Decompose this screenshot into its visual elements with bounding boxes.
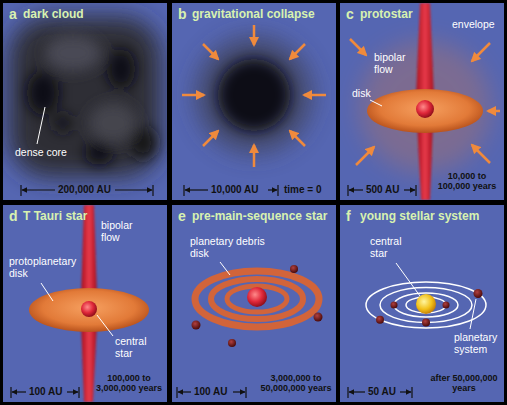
stage-title: young stellar system <box>360 209 479 223</box>
stage-panel: d T Tauri star bipolar flow protoplanetary … <box>3 205 167 402</box>
panel-letter: b <box>178 6 187 22</box>
scale-bar <box>177 387 246 398</box>
part-label: dense core <box>15 146 67 158</box>
time-span: after 50,000,000 years <box>426 373 502 393</box>
scale-bar <box>11 387 79 398</box>
infall-arrows <box>182 25 326 167</box>
scale-length: 100 AU <box>194 386 228 397</box>
scale-bar <box>184 185 278 196</box>
part-label: bipolar flow <box>101 219 147 243</box>
scale-bar <box>348 387 412 398</box>
time-span: 3,000,000 to 50,000,000 years <box>258 373 334 393</box>
scale-length: 200,000 AU <box>58 184 111 195</box>
collapse-panel <box>172 3 336 200</box>
panel-letter: c <box>346 6 354 22</box>
stage-title: gravitational collapse <box>192 7 315 21</box>
orbits <box>366 282 486 328</box>
stage-panel: c protostar envelope bipolar flowdisk 500 AU… <box>340 3 504 200</box>
scale-length: 500 AU <box>366 184 400 195</box>
scale-length: 50 AU <box>368 386 396 397</box>
panel-letter: f <box>346 208 351 224</box>
panel-letter: a <box>9 6 17 22</box>
dark-cloud-panel <box>3 3 167 200</box>
part-label: disk <box>352 87 371 99</box>
part-label: central star <box>370 235 412 259</box>
stage-title: pre-main-sequence star <box>192 209 327 223</box>
stage-panel: f young stellar system central star planeta… <box>340 205 504 402</box>
scale-bar <box>21 185 153 196</box>
scale-length: 10,000 AU <box>211 184 258 195</box>
infall-arrows <box>350 39 500 165</box>
stage-panel: a dark cloud dense core 200,000 AU <box>3 3 167 200</box>
stage-panel: e pre-main-sequence star planetary debris … <box>172 205 336 402</box>
scale-bar <box>348 185 416 196</box>
part-label: protoplanetary disk <box>9 255 83 279</box>
part-label: planetary debris disk <box>190 235 270 259</box>
scale-length: time = 0 <box>284 184 322 195</box>
stage-title: T Tauri star <box>23 209 87 223</box>
debris-rings <box>195 271 319 327</box>
part-label: planetary system <box>454 331 502 355</box>
time-span: 100,000 to 3,000,000 years <box>93 373 165 393</box>
part-label: bipolar flow <box>374 51 414 75</box>
pre-main-sequence-panel <box>172 205 336 402</box>
stage-panel: b gravitational collapse 10,000 AU time = 0 <box>172 3 336 200</box>
young-system-panel <box>340 205 504 402</box>
part-label: central star <box>115 335 163 359</box>
panel-letter: e <box>178 208 186 224</box>
part-label: envelope <box>452 18 495 30</box>
stage-title: protostar <box>360 7 413 21</box>
panel-letter: d <box>9 208 18 224</box>
time-span: 10,000 to 100,000 years <box>432 171 502 191</box>
t-tauri-panel <box>3 205 167 402</box>
stage-title: dark cloud <box>23 7 84 21</box>
scale-length: 100 AU <box>29 386 63 397</box>
protostar-panel <box>340 3 504 200</box>
